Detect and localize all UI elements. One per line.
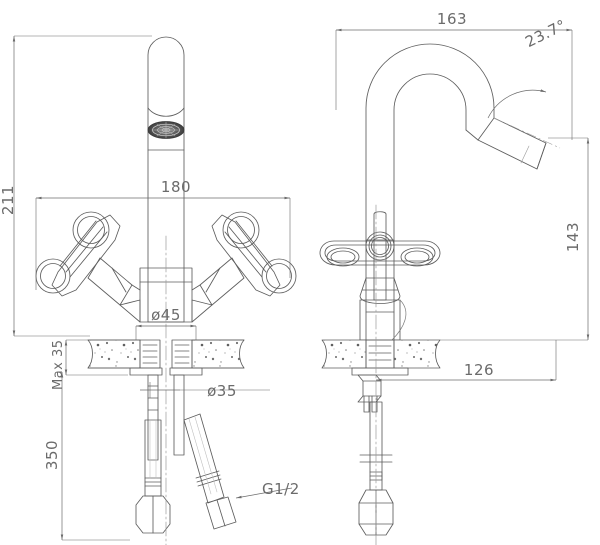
- mounting-shanks: [129, 339, 203, 461]
- dim-base-diameter: ø45: [151, 306, 181, 324]
- front-view-geometry: [35, 36, 297, 545]
- dim-hose-length: 350: [43, 440, 61, 470]
- dim-overall-height: 211: [0, 185, 17, 215]
- dim-handle-span: 180: [161, 178, 191, 196]
- side-view-geometry: [319, 43, 547, 545]
- right-cross-handle: [191, 211, 297, 323]
- dim-spout-height: 143: [564, 222, 582, 252]
- dimension-layer: [12, 28, 590, 541]
- side-cross-handle: [319, 211, 441, 341]
- dim-counter-thickness: Max 35: [51, 339, 66, 390]
- dim-hole-diameter: ø35: [207, 382, 237, 400]
- dim-spout-angle: 23.7°: [522, 16, 569, 51]
- dim-projection: 126: [464, 361, 494, 379]
- dim-spout-reach: 163: [437, 10, 467, 28]
- dim-thread-callout: G1/2: [262, 480, 300, 498]
- dimension-text-layer: 211 180 ø45 ø35 Max 35 350 G1/2 163 23.7…: [0, 10, 582, 498]
- side-mounting: [351, 339, 409, 536]
- countertop-section: [87, 339, 245, 369]
- left-cross-handle: [35, 211, 141, 323]
- side-countertop-section: [321, 339, 441, 369]
- flex-hoses: [135, 413, 237, 534]
